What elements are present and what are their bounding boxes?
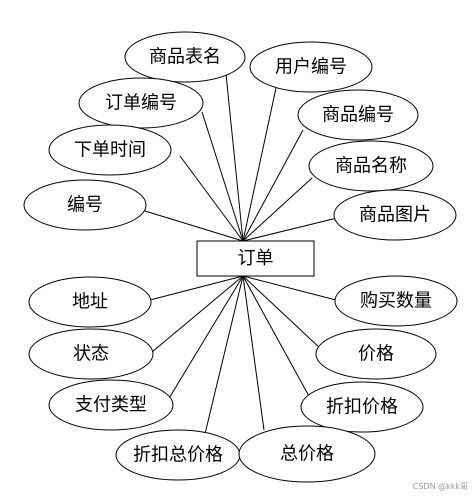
connector-address <box>149 275 244 301</box>
attribute-ellipse <box>124 31 246 83</box>
connector-product-name <box>242 177 313 242</box>
attribute-ellipse <box>48 124 172 176</box>
connector-user-id <box>242 87 277 242</box>
attribute-ellipse <box>308 140 434 192</box>
attribute-ellipse <box>249 41 373 93</box>
attribute-label: 地址 <box>72 292 108 313</box>
attribute-discount-total-price: 折扣总价格 <box>115 429 241 481</box>
attribute-address: 地址 <box>28 276 152 328</box>
attribute-order-time: 下单时间 <box>48 124 172 176</box>
connector-discount-price <box>242 275 311 399</box>
connector-price <box>242 275 323 351</box>
connector-order-id <box>201 111 244 242</box>
attribute-label: 折扣价格 <box>326 397 398 418</box>
connector-product-id <box>242 129 304 242</box>
attribute-payment-type: 支付类型 <box>48 379 174 431</box>
attribute-ellipse <box>315 328 437 380</box>
attribute-order-id: 订单编号 <box>78 77 204 129</box>
connector-payment-type <box>167 275 244 401</box>
connector-total-price <box>242 275 265 431</box>
attribute-label: 商品表名 <box>149 47 221 68</box>
attribute-label: 支付类型 <box>75 395 147 416</box>
attribute-product-name: 商品名称 <box>308 140 434 192</box>
attribute-ellipse <box>23 179 147 231</box>
attribute-product-table-name: 商品表名 <box>124 31 246 83</box>
attribute-label: 编号 <box>67 195 103 216</box>
attribute-total-price: 总价格 <box>238 425 376 483</box>
attribute-ellipse <box>238 425 376 483</box>
connector-discount-total-price <box>203 275 244 439</box>
attribute-label: 商品名称 <box>335 156 407 177</box>
attribute-price: 价格 <box>315 328 437 380</box>
entity-order: 订单 <box>196 240 315 277</box>
attribute-purchase-quantity: 购买数量 <box>334 275 458 327</box>
attribute-label: 商品图片 <box>359 205 431 226</box>
watermark-text: CSDN @kkk哥 <box>413 482 468 491</box>
attribute-product-id: 商品编号 <box>297 89 419 141</box>
attribute-label: 订单编号 <box>105 93 177 114</box>
attribute-id: 编号 <box>23 179 147 231</box>
attribute-label: 折扣总价格 <box>133 445 223 466</box>
connector-purchase-quantity <box>242 275 337 301</box>
connector-product-table-name <box>225 73 244 242</box>
attribute-discount-price: 折扣价格 <box>300 381 424 433</box>
connectors <box>144 73 338 439</box>
attribute-label: 总价格 <box>280 444 334 465</box>
attribute-status: 状态 <box>28 328 154 380</box>
attribute-product-image: 商品图片 <box>333 189 457 241</box>
attribute-label: 商品编号 <box>322 105 394 126</box>
attribute-ellipse <box>48 379 174 431</box>
attribute-user-id: 用户编号 <box>249 41 373 93</box>
entity-box <box>196 240 315 277</box>
attribute-label: 下单时间 <box>74 140 146 161</box>
attribute-label: 购买数量 <box>360 291 432 312</box>
attribute-ellipse <box>333 189 457 241</box>
attribute-ellipse <box>297 89 419 141</box>
attribute-ellipse <box>300 381 424 433</box>
connector-order-time <box>179 155 244 242</box>
attribute-ellipse <box>28 276 152 328</box>
connector-status <box>151 275 244 353</box>
connector-product-image <box>242 217 338 242</box>
attribute-label: 状态 <box>73 344 109 365</box>
attribute-ellipse <box>334 275 458 327</box>
connector-id <box>144 210 244 242</box>
attribute-ellipse <box>28 328 154 380</box>
entity-label: 订单 <box>238 248 274 269</box>
attribute-label: 用户编号 <box>275 57 347 78</box>
attribute-label: 价格 <box>358 344 394 365</box>
